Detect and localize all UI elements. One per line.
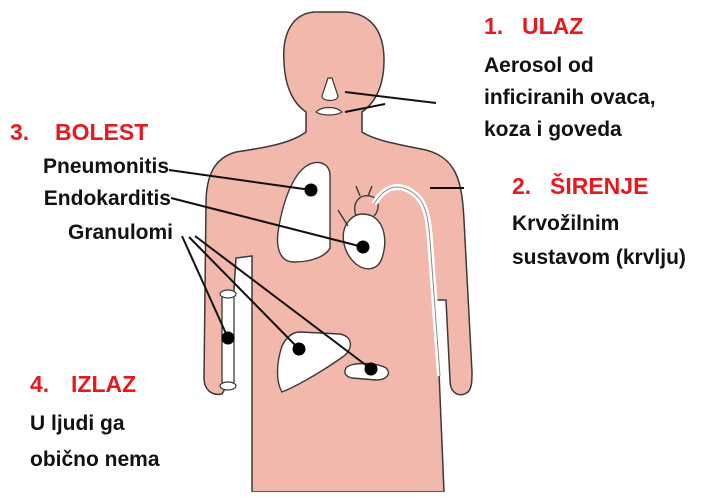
spread-line-2: sustavom (krvlju) — [512, 246, 686, 269]
exit-line-1: U ljudi ga — [30, 412, 125, 435]
exit-number: 4. — [30, 371, 49, 397]
dot-liver — [293, 343, 306, 356]
exit-line-2: obično nema — [30, 448, 160, 471]
disease-item-endokarditis: Endokarditis — [44, 187, 171, 210]
spread-line-1: Krvožilnim — [512, 212, 619, 235]
spread-number: 2. — [512, 173, 531, 199]
disease-item-granulomi: Granulomi — [68, 221, 173, 244]
mouth-shape — [316, 108, 342, 116]
spread-title: ŠIRENJE — [550, 172, 648, 199]
dot-bone — [222, 332, 235, 345]
entry-line-3: koza i goveda — [484, 118, 622, 141]
entry-line-2: inficiranih ovaca, — [484, 86, 656, 109]
dot-heart — [357, 241, 370, 254]
entry-number: 1. — [484, 13, 503, 39]
entry-title: ULAZ — [522, 13, 583, 39]
exit-title: IZLAZ — [71, 371, 136, 397]
entry-line-1: Aerosol od — [484, 54, 594, 77]
dot-spleen — [365, 363, 378, 376]
bone-head-bottom — [220, 382, 236, 390]
disease-title: BOLEST — [55, 119, 148, 145]
spread-heading: 2. ŠIRENJE — [512, 172, 648, 199]
disease-item-pneumonitis: Pneumonitis — [43, 155, 169, 178]
disease-heading: 3. BOLEST — [10, 119, 148, 145]
disease-number: 3. — [10, 119, 29, 145]
bone-head-top — [220, 290, 236, 298]
dot-lung — [305, 184, 318, 197]
exit-heading: 4. IZLAZ — [30, 371, 136, 397]
entry-heading: 1. ULAZ — [484, 13, 583, 39]
